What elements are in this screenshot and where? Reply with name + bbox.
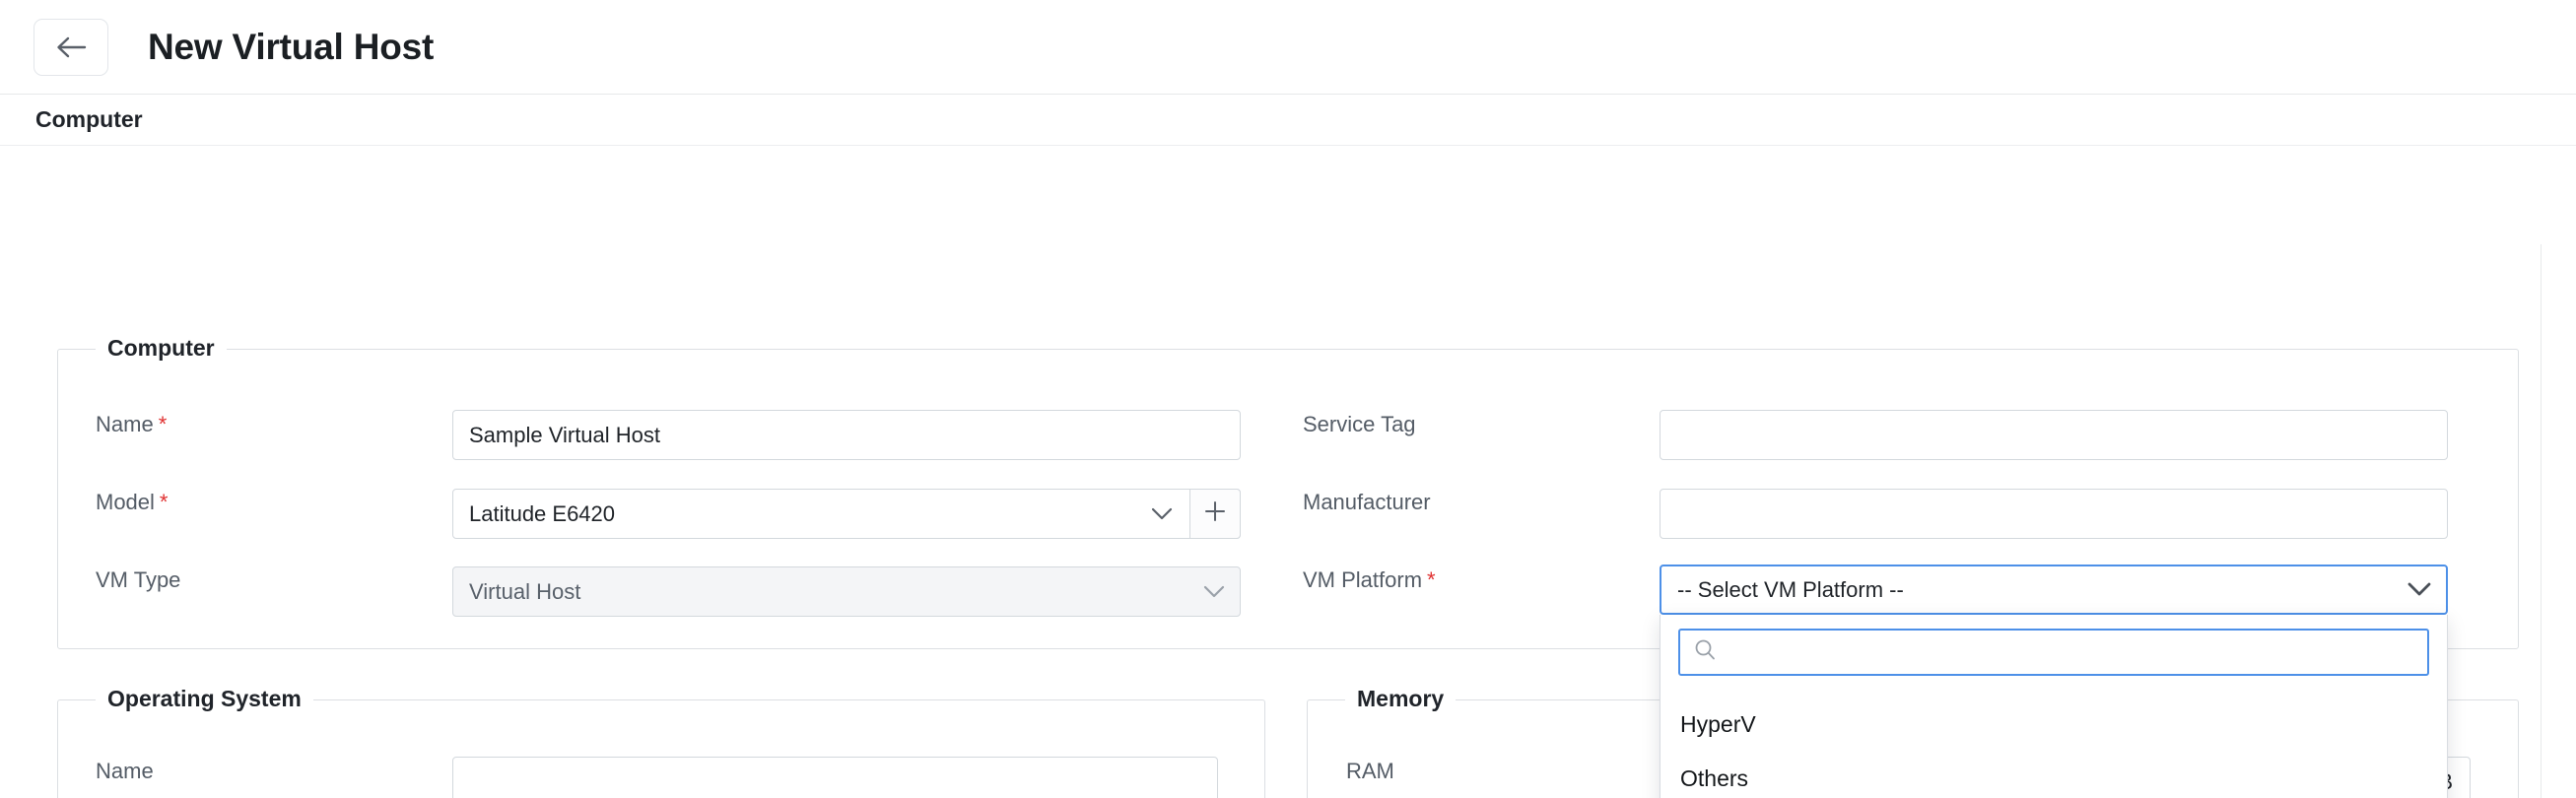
model-select-value: Latitude E6420: [469, 500, 616, 526]
right-panel-divider: [2541, 244, 2542, 798]
os-name-input[interactable]: [452, 757, 1218, 798]
chevron-down-icon: [1151, 501, 1173, 527]
os-name-input-wrap: [452, 757, 1218, 798]
vm-platform-option-list: HyperV Others VMware: [1661, 686, 2447, 798]
fieldset-operating-system-legend: Operating System: [96, 686, 313, 712]
field-label-name: Name *: [96, 412, 167, 437]
option-label: HyperV: [1680, 711, 1756, 737]
name-input-wrap: [452, 410, 1241, 460]
chevron-down-icon: [1203, 579, 1225, 605]
header-divider: [0, 94, 2576, 95]
manufacturer-input-wrap: [1660, 489, 2448, 539]
model-label: Model: [96, 490, 155, 514]
search-icon: [1693, 638, 1717, 667]
name-label: Name: [96, 412, 154, 436]
vm-platform-search-box[interactable]: [1678, 629, 2429, 676]
vm-platform-option-hyperv[interactable]: HyperV: [1661, 698, 2447, 752]
manufacturer-input[interactable]: [1660, 489, 2448, 539]
back-button[interactable]: [34, 19, 108, 76]
section-title: Computer: [0, 95, 2576, 146]
vm-platform-select[interactable]: -- Select VM Platform --: [1660, 565, 2448, 615]
vm-type-label: VM Type: [96, 567, 181, 592]
vm-platform-search-wrap: [1661, 615, 2447, 686]
field-label-ram: RAM: [1346, 759, 1394, 784]
field-label-manufacturer: Manufacturer: [1303, 490, 1431, 515]
model-add-button[interactable]: [1189, 489, 1241, 539]
vm-type-select-value: Virtual Host: [469, 578, 581, 604]
vm-type-select-wrap: Virtual Host: [452, 566, 1241, 617]
service-tag-input[interactable]: [1660, 410, 2448, 460]
fieldset-memory-legend: Memory: [1345, 686, 1457, 712]
vm-platform-option-others[interactable]: Others: [1661, 752, 2447, 798]
field-label-vm-platform: VM Platform *: [1303, 567, 1436, 593]
field-label-service-tag: Service Tag: [1303, 412, 1416, 437]
manufacturer-label: Manufacturer: [1303, 490, 1431, 514]
field-label-model: Model *: [96, 490, 168, 515]
option-label: Others: [1680, 765, 1749, 791]
model-required-marker: *: [159, 490, 169, 514]
vm-platform-label: VM Platform: [1303, 567, 1423, 592]
vm-platform-select-value: -- Select VM Platform --: [1677, 576, 1904, 602]
name-required-marker: *: [158, 412, 168, 436]
vm-platform-select-wrap: -- Select VM Platform --: [1660, 565, 2448, 615]
plus-icon: [1204, 500, 1226, 527]
name-input[interactable]: [452, 410, 1241, 460]
fieldset-computer-legend: Computer: [96, 335, 227, 362]
page-title: New Virtual Host: [148, 27, 435, 67]
model-select-wrap: Latitude E6420: [452, 489, 1241, 539]
vm-platform-search-input[interactable]: [1726, 631, 2427, 674]
service-tag-input-wrap: [1660, 410, 2448, 460]
arrow-left-icon: [54, 34, 88, 60]
field-label-os-name: Name: [96, 759, 154, 784]
vm-platform-dropdown: HyperV Others VMware: [1660, 615, 2448, 798]
fieldset-operating-system: Operating System: [57, 686, 1265, 798]
page-header: New Virtual Host: [0, 0, 2576, 95]
model-select[interactable]: Latitude E6420: [452, 489, 1241, 539]
chevron-down-icon: [2407, 577, 2431, 603]
vm-type-select: Virtual Host: [452, 566, 1241, 617]
field-label-vm-type: VM Type: [96, 567, 180, 593]
os-name-label: Name: [96, 759, 154, 783]
vm-platform-required-marker: *: [1427, 567, 1436, 592]
fieldset-computer: Computer: [57, 335, 2519, 649]
service-tag-label: Service Tag: [1303, 412, 1416, 436]
ram-label: RAM: [1346, 759, 1394, 783]
